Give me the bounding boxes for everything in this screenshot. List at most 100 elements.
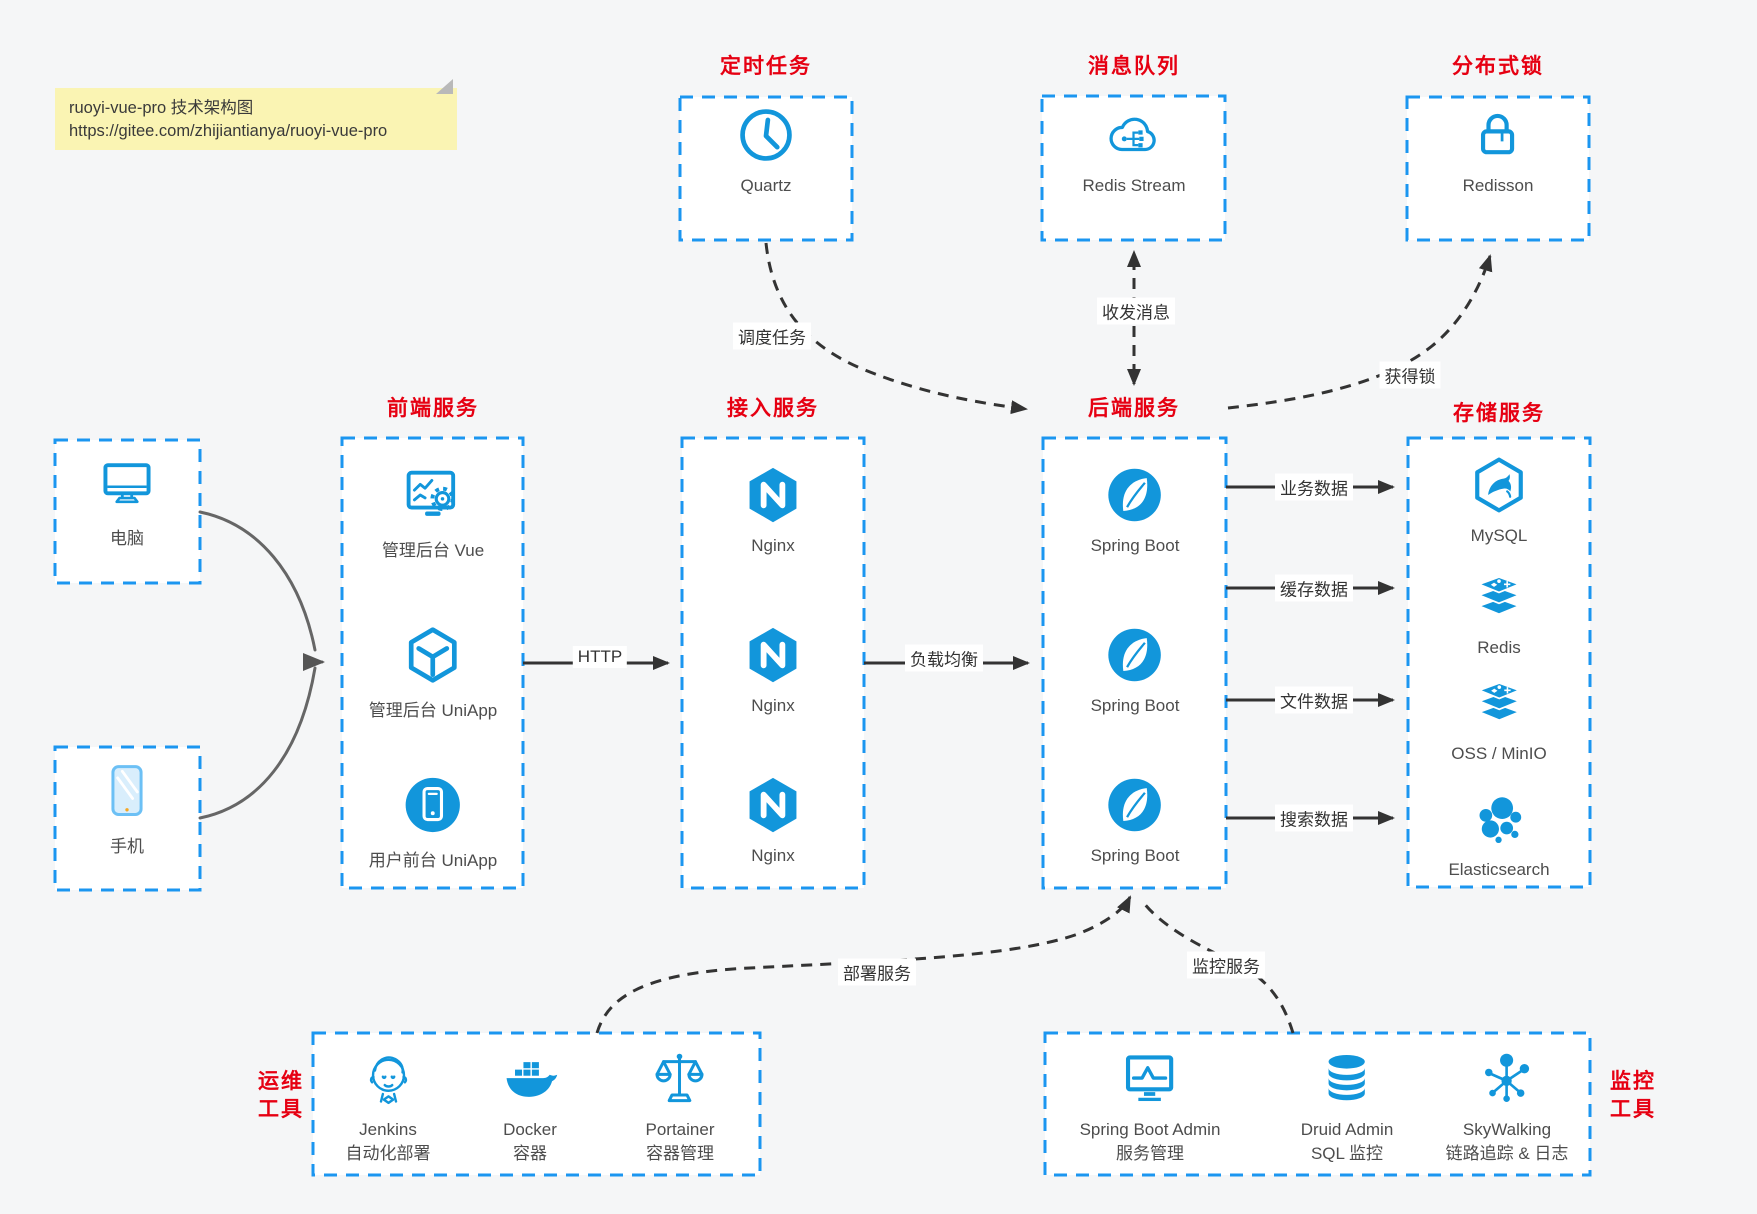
node-springboot-3: Spring Boot — [1090, 774, 1180, 866]
elasticsearch-icon — [1470, 788, 1528, 850]
tool-desc: 容器管理 — [645, 1144, 714, 1163]
tool-name: Druid Admin — [1300, 1120, 1394, 1139]
node-label: Redis — [1477, 638, 1521, 657]
node-admin-vue: 管理后台 Vue — [382, 464, 484, 561]
node-label: Elasticsearch — [1448, 860, 1550, 879]
node-redis: Redis — [1470, 566, 1528, 658]
tool-name: Docker — [503, 1120, 557, 1139]
note-url[interactable]: https://gitee.com/zhijiantianya/ruoyi-vu… — [69, 122, 388, 140]
mysql-icon — [1470, 454, 1528, 516]
backend-title: 后端服务 — [1088, 397, 1180, 420]
node-docker: Docker 容器 — [500, 1048, 560, 1166]
node-user-uniapp: 用户前台 UniApp — [369, 774, 497, 871]
database-icon — [1318, 1048, 1376, 1110]
node-label: Quartz — [740, 176, 792, 195]
node-druid-admin: Druid Admin SQL 监控 — [1300, 1048, 1394, 1166]
padlock-icon — [1469, 104, 1527, 166]
node-label: Redisson — [1462, 176, 1534, 195]
acquire-lock-label: 获得锁 — [1379, 361, 1441, 389]
node-pc: 电脑 — [97, 452, 157, 549]
ops-title-line2: 工具 — [258, 1098, 304, 1121]
node-label: Nginx — [751, 696, 795, 715]
node-redisson: Redisson — [1462, 104, 1534, 196]
jenkins-icon — [358, 1048, 418, 1110]
node-springboot-2: Spring Boot — [1091, 624, 1179, 716]
tool-name: SkyWalking — [1462, 1120, 1552, 1139]
pc-curve — [198, 510, 317, 652]
node-nginx-2: Nginx — [743, 624, 803, 716]
monitoring-title: 监控 工具 — [1610, 1068, 1656, 1124]
uniapp-cube-icon — [403, 624, 463, 686]
group-boxes — [53, 94, 1592, 1177]
note-fold-corner — [436, 79, 453, 94]
node-label: 用户前台 UniApp — [368, 851, 498, 870]
node-label: MySQL — [1470, 526, 1528, 545]
storage-title: 存储服务 — [1453, 402, 1545, 425]
frontend-title: 前端服务 — [387, 397, 479, 420]
node-label: Nginx — [751, 846, 795, 865]
node-label: 电脑 — [110, 529, 144, 548]
business-data-label: 业务数据 — [1275, 473, 1353, 501]
node-elasticsearch: Elasticsearch — [1448, 788, 1550, 880]
tool-desc: 容器 — [513, 1144, 547, 1163]
node-jenkins: Jenkins 自动化部署 — [346, 1048, 431, 1166]
monitor-label: 监控服务 — [1187, 951, 1265, 979]
messages-label: 收发消息 — [1097, 297, 1175, 325]
node-skywalking: SkyWalking 链路追踪 & 日志 — [1445, 1048, 1569, 1166]
tool-name: Portainer — [645, 1120, 715, 1139]
tool-name: Spring Boot Admin — [1079, 1120, 1221, 1139]
node-oss-minio: OSS / MinIO — [1451, 672, 1547, 764]
scheduler-title: 定时任务 — [720, 55, 812, 78]
cache-data-label: 缓存数据 — [1275, 574, 1353, 602]
node-nginx-3: Nginx — [743, 774, 803, 866]
network-hub-icon — [1477, 1048, 1537, 1110]
load-balance-label: 负载均衡 — [905, 644, 983, 672]
docker-whale-icon — [500, 1048, 560, 1110]
node-label: Redis Stream — [1082, 176, 1186, 195]
node-label: 管理后台 Vue — [381, 541, 485, 560]
spring-boot-icon — [1105, 624, 1165, 686]
mq-title: 消息队列 — [1088, 55, 1180, 78]
file-data-label: 文件数据 — [1275, 686, 1353, 714]
mobile-curve — [198, 666, 317, 820]
sticky-note: ruoyi-vue-pro 技术架构图 https://gitee.com/zh… — [55, 79, 457, 150]
lock-title: 分布式锁 — [1452, 55, 1544, 78]
node-label: OSS / MinIO — [1451, 744, 1547, 763]
node-redis-stream: Redis Stream — [1082, 104, 1186, 196]
node-label: Spring Boot — [1090, 846, 1180, 865]
deploy-curve — [595, 895, 1132, 1034]
schedule-label: 调度任务 — [733, 322, 811, 350]
redis-stack-icon — [1470, 566, 1528, 628]
client-curves — [198, 510, 325, 820]
node-label: Nginx — [751, 536, 795, 555]
schedule-curve — [764, 242, 1028, 415]
node-label: 管理后台 UniApp — [368, 701, 498, 720]
object-storage-stack-icon — [1470, 672, 1528, 734]
node-springboot-admin: Spring Boot Admin 服务管理 — [1079, 1048, 1221, 1166]
node-springboot-1: Spring Boot — [1090, 464, 1180, 556]
node-label: 手机 — [110, 837, 144, 856]
node-quartz: Quartz — [736, 104, 796, 196]
app-circle-phone-icon — [402, 774, 464, 836]
nginx-icon — [743, 624, 803, 686]
tool-desc: 自动化部署 — [345, 1144, 431, 1163]
tool-name: Jenkins — [359, 1120, 417, 1139]
node-mysql: MySQL — [1470, 454, 1528, 546]
monitor-pulse-icon — [1120, 1048, 1180, 1110]
tool-desc: 链路追踪 & 日志 — [1445, 1144, 1569, 1163]
nginx-icon — [743, 464, 803, 526]
ops-title: 运维 工具 — [258, 1068, 304, 1124]
monitoring-title-line2: 工具 — [1610, 1098, 1656, 1121]
cloud-stream-icon — [1103, 104, 1165, 166]
nginx-icon — [743, 774, 803, 836]
lock-box — [1405, 95, 1591, 242]
acquire-lock-curve — [1227, 254, 1493, 410]
tool-desc: 服务管理 — [1116, 1144, 1184, 1163]
monitoring-title-line1: 监控 — [1610, 1070, 1656, 1093]
node-label: Spring Boot — [1090, 536, 1180, 555]
spring-boot-icon — [1105, 774, 1165, 836]
desktop-icon — [97, 452, 157, 514]
http-label: HTTP — [572, 646, 628, 668]
deploy-label: 部署服务 — [838, 958, 916, 986]
